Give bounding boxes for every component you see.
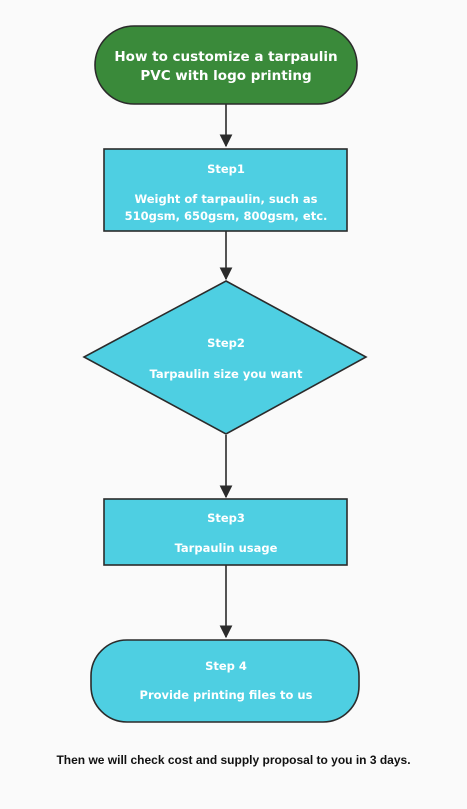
step2-title: Step2 [207,336,245,350]
step2-text: Tarpaulin size you want [150,367,303,381]
step1-title: Step1 [207,162,245,176]
step3-node-shape [103,498,348,566]
step3-title: Step3 [207,511,245,525]
step1-line2: 510gsm, 650gsm, 800gsm, etc. [125,209,328,223]
footer-note: Then we will check cost and supply propo… [56,753,411,767]
step4-node-shape [90,639,360,723]
start-node-shape [94,25,358,105]
step3-node: Step3 Tarpaulin usage [103,498,348,566]
step1-node-shape [103,148,348,232]
step2-node: Step2 Tarpaulin size you want [82,280,368,435]
step4-node: Step 4 Provide printing files to us [90,639,360,723]
step4-text: Provide printing files to us [140,688,313,702]
start-node: How to customize a tarpaulin PVC with lo… [94,25,358,105]
start-node-line2: PVC with logo printing [140,68,311,84]
step1-node: Step1 Weight of tarpaulin, such as 510gs… [103,148,348,232]
step2-node-shape [82,280,368,435]
step1-line1: Weight of tarpaulin, such as [134,192,317,206]
step4-title: Step 4 [205,659,247,673]
start-node-line1: How to customize a tarpaulin [114,49,337,65]
step3-text: Tarpaulin usage [175,541,278,555]
